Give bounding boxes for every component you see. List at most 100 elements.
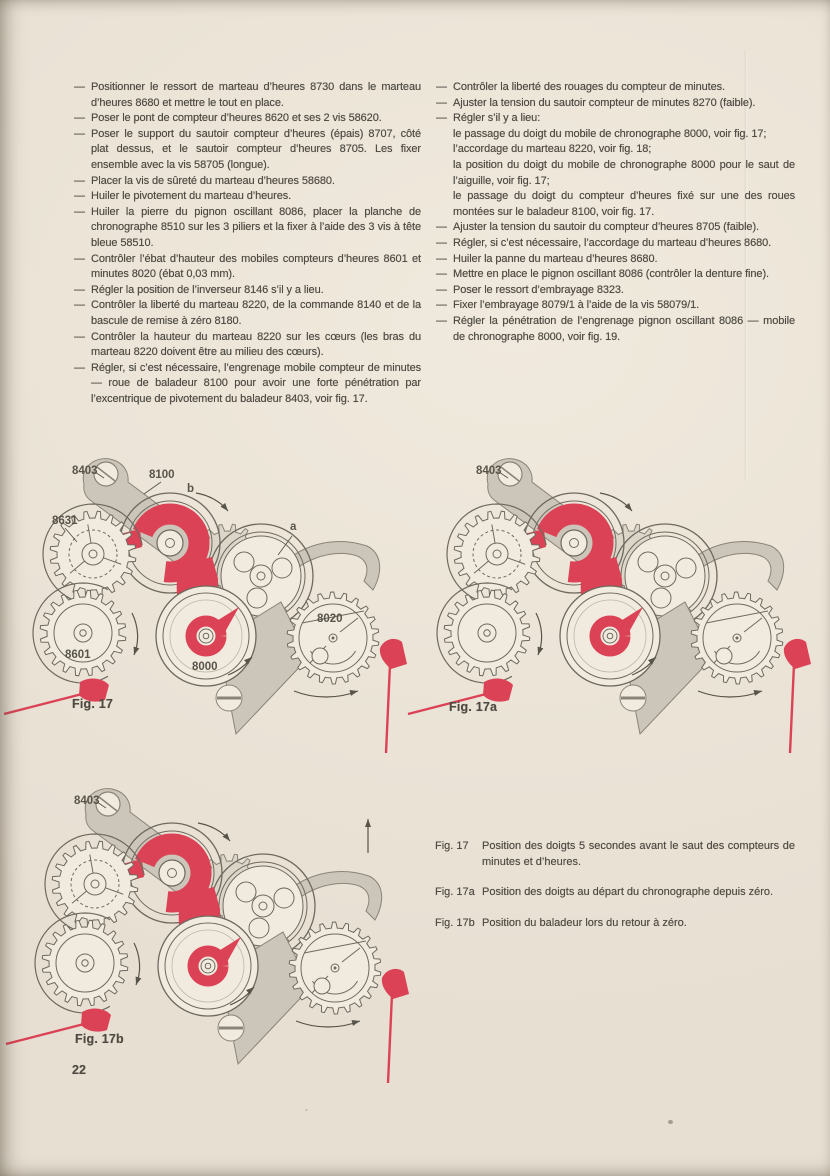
bullet-dash: — [436, 236, 447, 249]
part-label-8631: 8631 [52, 515, 78, 527]
bullet-dash: — [74, 361, 85, 374]
instruction-text: Positionner le ressort de marteau d’heur… [91, 81, 421, 109]
bullet-dash: — [74, 174, 85, 187]
gear-train-diagram: 8403 [407, 458, 811, 754]
instruction-text: Ajuster la tension du sautoir du compteu… [453, 221, 759, 234]
instruction-item: — Placer la vis de sûreté du marteau d’he… [74, 174, 421, 190]
instruction-subline: le passage du doigt du compteur d’heures… [453, 190, 795, 218]
instruction-item: — Huiler la pierre du pignon oscillant 80… [74, 205, 421, 252]
instruction-item: — Contrôler la liberté des rouages du com… [436, 80, 795, 96]
bullet-dash: — [74, 299, 85, 312]
instruction-text: Poser le support du sautoir compteur d’h… [91, 127, 421, 171]
instruction-item: — Ajuster la tension du sautoir du compte… [436, 220, 795, 236]
bullet-dash: — [436, 268, 447, 281]
instruction-subline: le passage du doigt du mobile de chronog… [453, 127, 767, 140]
part-label-a: a [290, 521, 297, 533]
instruction-item: —Contrôler la liberté du marteau 8220, d… [74, 298, 421, 329]
bullet-dash: — [436, 221, 447, 234]
instruction-item: —Contrôler l’ébat d’hauteur des mobiles … [74, 252, 421, 283]
figure-caption-item: Fig. 17a Position des doigts au départ du… [435, 885, 795, 901]
part-label-b: b [187, 483, 194, 495]
instruction-text: Poser le pont de compteur d’heures 8620 … [91, 112, 382, 125]
instruction-text: Placer la vis de sûreté du marteau d’heu… [91, 174, 335, 187]
instruction-item: — Poser le pont de compteur d’heures 8620… [74, 111, 421, 127]
instruction-text: Mettre en place le pignon oscillant 8086… [453, 268, 769, 281]
figure-caption-label: Fig. 17b [435, 916, 475, 929]
figure-inline-caption: Fig. 17b [75, 1032, 124, 1046]
paper-speck [305, 1109, 308, 1111]
figure-caption-list: Fig. 17 Position des doigts 5 secondes av… [435, 839, 795, 946]
figure-caption-item: Fig. 17 Position des doigts 5 secondes av… [435, 839, 795, 870]
figure-caption-text: Position des doigts au départ du chronog… [482, 886, 774, 899]
instruction-item: — Poser le support du sautoir compteur d’… [74, 127, 421, 174]
instruction-item: — Ajuster la tension du sautoir compteur … [436, 96, 795, 112]
instruction-item: — Régler, si c’est nécessaire, l’engrenag… [74, 361, 421, 408]
instruction-item: — Contrôler la hauteur du marteau 8220 su… [74, 330, 421, 361]
instruction-item: — Huiler la panne du marteau d’heures 868… [436, 252, 795, 268]
instruction-text: Contrôler la hauteur du marteau 8220 sur… [91, 330, 421, 359]
instruction-text: Régler, si c’est nécessaire, l’accordage… [453, 236, 772, 249]
instruction-text: Contrôler la liberté des rouages du comp… [453, 81, 725, 93]
instruction-text: Régler, si c’est nécessaire, l’engrenage… [91, 361, 421, 405]
instruction-text: Huiler la pierre du pignon oscillant 808… [91, 205, 421, 249]
instruction-subline: la position du doigt du mobile de chrono… [453, 158, 795, 187]
instruction-text: Régler la pénétration de l’engrenage pig… [453, 314, 795, 343]
instruction-item: — Mettre en place le pignon oscillant 808… [436, 267, 795, 283]
instruction-text: Poser le ressort d’embrayage 8323. [453, 283, 624, 296]
instruction-text: Ajuster la tension du sautoir compteur d… [453, 96, 756, 109]
instruction-subline: l’accordage du marteau 8220, voir fig. 1… [453, 143, 652, 156]
bullet-dash: — [74, 190, 85, 203]
bullet-dash: — [74, 112, 85, 125]
bullet-dash: — [74, 283, 85, 296]
bullet-dash: — [436, 96, 447, 109]
instruction-text: Régler s’il y a lieu:le passage du doigt… [453, 111, 795, 220]
instruction-item: — Régler la pénétration de l’engrenage pi… [436, 314, 795, 345]
figure-inline-caption: Fig. 17a [449, 700, 498, 714]
instruction-item: — Régler la position de l’inverseur 8146 … [74, 283, 421, 299]
instruction-text: Contrôler l’ébat d’hauteur des mobiles c… [91, 252, 421, 281]
part-label-8020: 8020 [317, 613, 343, 625]
part-label-8601: 8601 [65, 649, 91, 661]
instruction-text: Huiler le pivotement du marteau d’heures… [91, 190, 292, 203]
part-label-8403: 8403 [72, 465, 98, 477]
instruction-item: — Fixer l’embrayage 8079/1 à l’aide de la… [436, 298, 795, 314]
bullet-dash: — [74, 127, 85, 140]
instruction-item: — Régler, si c’est nécessaire, l’accordag… [436, 236, 795, 252]
instruction-text: Fixer l’embrayage 8079/1 à l’aide de la … [453, 299, 700, 312]
figure-inline-caption: Fig. 17 [72, 697, 113, 711]
figure-caption-text: Position des doigts 5 secondes avant le … [482, 840, 795, 868]
instruction-item: — Positionner le ressort de marteau d’heu… [74, 80, 421, 111]
instruction-item: — Huiler le pivotement du marteau d’heure… [74, 189, 421, 205]
paper-speck [668, 1120, 673, 1124]
part-label-8403: 8403 [476, 465, 502, 477]
instruction-text: Huiler la panne du marteau d’heures 8680… [453, 252, 658, 265]
bullet-dash: — [436, 81, 447, 93]
gear-train-diagram: 8403 [5, 788, 409, 1084]
bullet-dash: — [436, 314, 447, 327]
bullet-dash: — [436, 112, 447, 125]
figure-caption-item: Fig. 17b Position du baladeur lors du ret… [435, 916, 795, 932]
instruction-item: — Régler s’il y a lieu:le passage du doig… [436, 111, 795, 220]
bullet-dash: — [436, 283, 447, 296]
part-label-8403: 8403 [74, 795, 100, 807]
instruction-column-right: — Contrôler la liberté des rouages du com… [436, 80, 795, 345]
page-number: 22 [72, 1063, 86, 1077]
bullet-dash: — [74, 81, 85, 93]
bullet-dash: — [74, 205, 85, 218]
instruction-item: — Poser le ressort d’embrayage 8323. [436, 283, 795, 299]
bullet-dash: — [436, 299, 447, 312]
part-label-8100: 8100 [149, 469, 175, 481]
instruction-text: Régler la position de l’inverseur 8146 s… [91, 283, 324, 296]
figure-caption-label: Fig. 17 [435, 840, 469, 852]
instruction-column-left: — Positionner le ressort de marteau d’heu… [74, 80, 421, 407]
figure-caption-text: Position du baladeur lors du retour à zé… [482, 916, 687, 929]
gear-train-diagram: 8403 8100 b 8631 a 8601 8000 8020 [3, 458, 407, 754]
bullet-dash: — [436, 252, 447, 265]
bullet-dash: — [74, 330, 85, 343]
part-label-8000: 8000 [192, 661, 218, 673]
figure-caption-label: Fig. 17a [435, 886, 475, 899]
